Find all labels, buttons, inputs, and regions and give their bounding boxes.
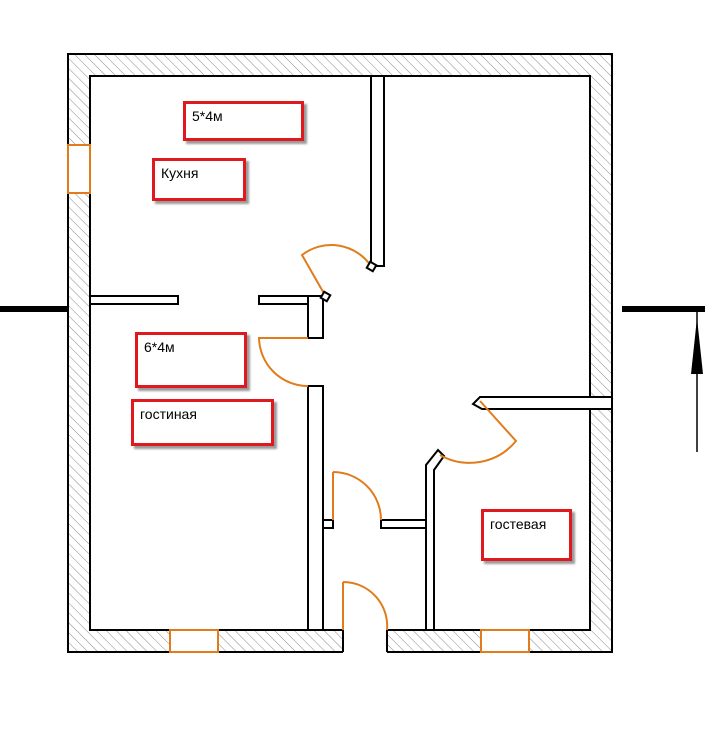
windows [67,144,530,653]
kitchen-name-label: Кухня [152,158,246,201]
wall-kitchen-living-left [89,295,179,305]
section-arrow-head [691,318,703,374]
door-hinges [319,260,378,303]
door-bathroom [332,471,382,521]
door-guest [439,400,518,464]
wall-living-door-jamb [307,295,324,339]
living-name-label: гостиная [131,399,274,446]
living-size-text: 6*4м [144,339,175,355]
doors [257,244,518,631]
wall-kitchen-hall [370,75,385,267]
kitchen-size-text: 5*4м [192,108,223,124]
window-kitchen [67,144,91,194]
wall-living-corridor [307,385,324,631]
window-living [169,629,219,653]
kitchen-name-text: Кухня [161,165,199,181]
door-kitchen [300,244,372,298]
door-entrance [342,580,389,631]
living-size-label: 6*4м [135,332,247,388]
wall-bath-stub [322,519,334,529]
wall-guest-top [471,396,613,410]
living-name-text: гостиная [140,406,197,422]
door-living [257,337,309,387]
window-guest [480,629,530,653]
guest-name-text: гостевая [490,516,547,532]
wall-bath-guest [380,519,430,529]
guest-name-label: гостевая [481,509,572,561]
section-marks [0,306,705,452]
kitchen-size-label: 5*4м [183,101,304,141]
